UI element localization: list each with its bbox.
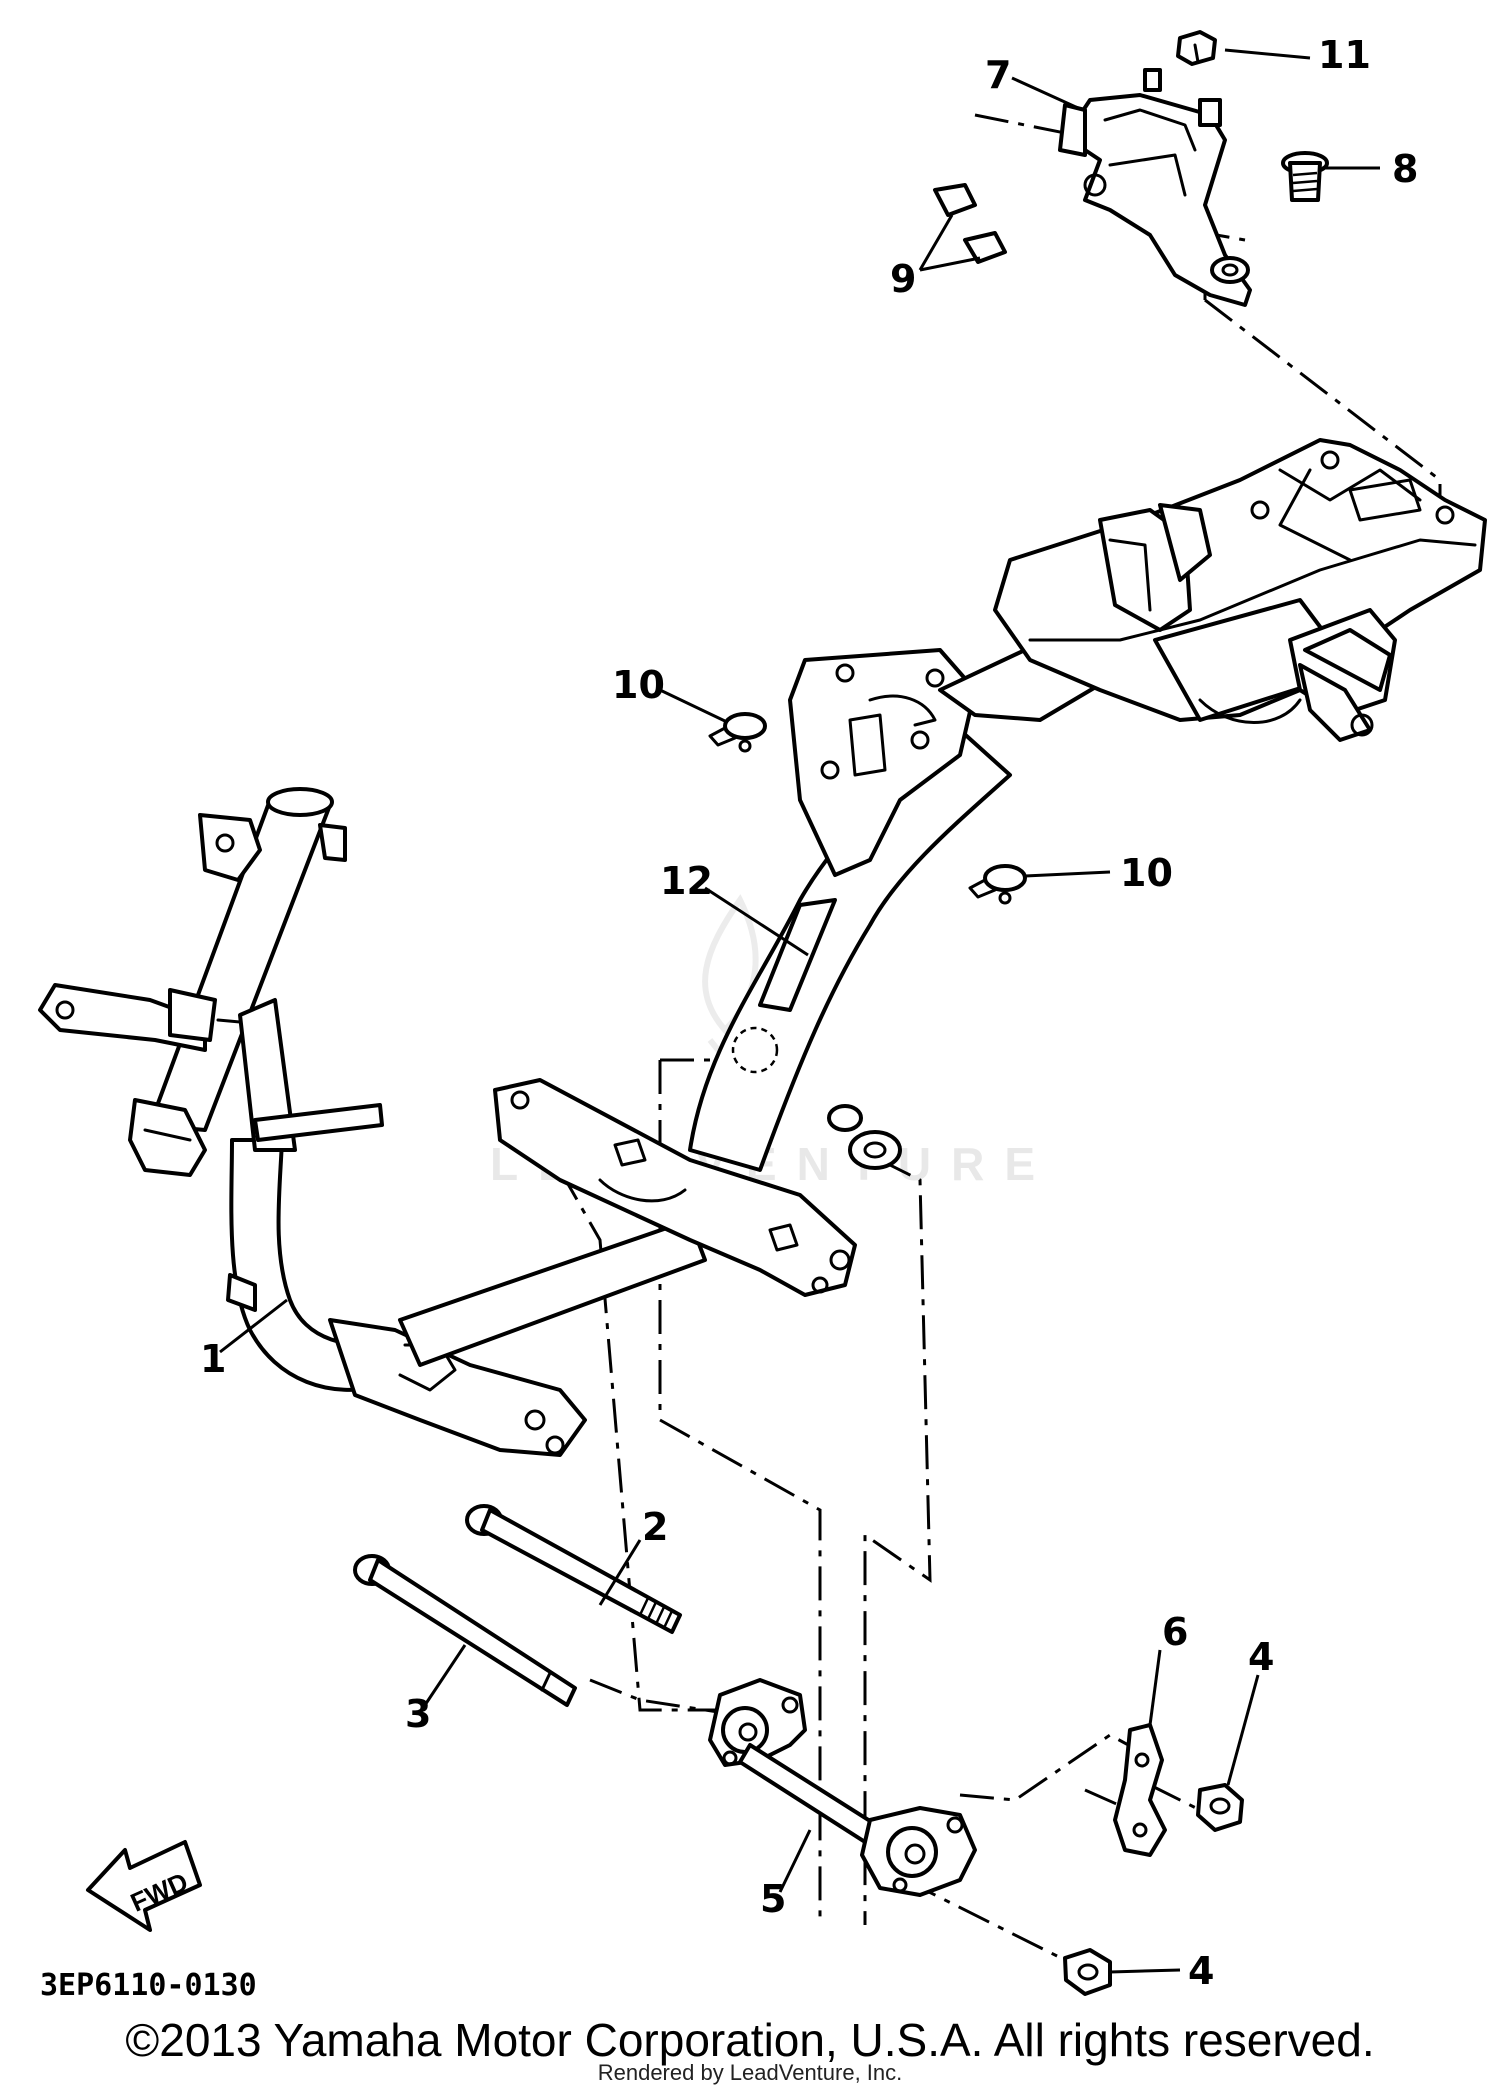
fwd-arrow-icon: FWD xyxy=(86,1840,202,1932)
callout-4-bottom: 4 xyxy=(1188,1949,1214,1993)
callout-9: 9 xyxy=(890,257,916,301)
assembly-dash-lines xyxy=(558,113,1442,1962)
callout-3: 3 xyxy=(405,1692,431,1736)
callout-5: 5 xyxy=(760,1877,786,1921)
callout-10-upper: 10 xyxy=(612,663,665,707)
callout-11: 11 xyxy=(1318,33,1371,77)
callout-1: 1 xyxy=(200,1337,226,1381)
callout-6: 6 xyxy=(1162,1610,1188,1654)
frame-cross-plate xyxy=(493,1078,857,1297)
copyright-notice: ©2013 Yamaha Motor Corporation, U.S.A. A… xyxy=(125,2014,1375,2066)
clamp-part-10-upper xyxy=(708,712,767,753)
frame-front-tube xyxy=(38,787,707,1457)
pads-part-9 xyxy=(933,183,1007,264)
rendered-by-credit: Rendered by LeadVenture, Inc. xyxy=(597,2060,903,2085)
frame-rear-tube xyxy=(688,648,1012,1172)
link-part-5 xyxy=(708,1678,977,1897)
clamp-part-10-lower xyxy=(968,864,1027,905)
bolt-part-8 xyxy=(1281,151,1329,202)
callout-7: 7 xyxy=(985,53,1011,97)
bracket-part-7 xyxy=(1058,68,1252,307)
callout-numbers: 7 11 8 9 10 10 12 1 2 3 6 4 4 5 xyxy=(200,33,1418,1993)
callout-8: 8 xyxy=(1392,147,1418,191)
lever-part-6 xyxy=(1113,1723,1167,1857)
callout-10-lower: 10 xyxy=(1120,851,1173,895)
cap-part-11 xyxy=(1176,30,1217,66)
callout-12: 12 xyxy=(660,859,713,903)
callout-4-right: 4 xyxy=(1248,1635,1274,1679)
nut-part-4-right xyxy=(1196,1783,1244,1832)
shaft-part-3 xyxy=(353,1554,577,1707)
frame-rear-upper xyxy=(938,438,1487,742)
diagram-reference: 3EP6110-0130 xyxy=(40,1968,257,2003)
leader-lines xyxy=(219,48,1380,1974)
nut-part-4-bottom xyxy=(1063,1948,1112,1996)
callout-2: 2 xyxy=(642,1505,668,1549)
